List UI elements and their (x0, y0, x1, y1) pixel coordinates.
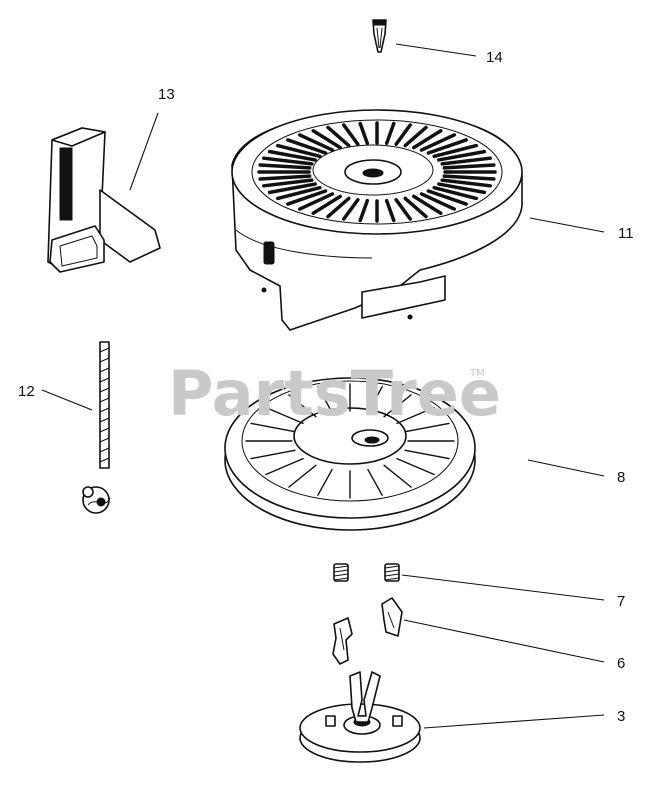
pulley-fin (383, 394, 412, 418)
vent-slot (440, 178, 492, 188)
part-6-pawl-left[interactable] (332, 617, 353, 665)
pulley-fin (396, 406, 435, 425)
vent-slot (442, 163, 496, 170)
vent-slot (426, 138, 468, 155)
label-part-14: 14 (486, 49, 503, 66)
leader-13 (129, 112, 159, 191)
vent-slot (311, 129, 342, 150)
pulley-fin (383, 464, 412, 488)
watermark: PartsTree TM (168, 357, 501, 430)
vent-slot (275, 143, 322, 159)
vent-slot (419, 192, 457, 211)
pulley-fin (317, 386, 333, 414)
vent-slot (412, 129, 443, 150)
part-3-retainer[interactable] (299, 671, 421, 763)
leader-6 (403, 619, 605, 663)
pulley-fin (317, 468, 333, 496)
callout-labels: 14 13 11 12 8 7 6 3 (18, 49, 634, 725)
vent-slot (442, 174, 496, 181)
leader-lines (41, 43, 605, 729)
part-8-pulley[interactable] (224, 377, 476, 531)
vent-slot (311, 194, 342, 215)
leader-14 (395, 43, 477, 57)
part-7-spring-left[interactable] (333, 563, 349, 582)
watermark-text: PartsTree (168, 357, 501, 430)
leader-7 (401, 574, 605, 601)
pulley-fin (265, 406, 304, 425)
vent-slot (384, 121, 396, 146)
vent-slot (403, 196, 428, 219)
vent-slot (326, 125, 351, 148)
label-part-8: 8 (617, 469, 625, 486)
leader-12 (41, 389, 93, 411)
vent-slot (267, 182, 317, 195)
vent-slot (419, 133, 457, 152)
watermark-trademark: TM (469, 368, 485, 379)
pulley-fin (250, 449, 296, 460)
vent-slot (342, 198, 360, 221)
pulley-fin (396, 457, 435, 476)
vent-slot (426, 189, 468, 206)
part-13-handle[interactable] (47, 127, 161, 273)
part-6-pawl-right[interactable] (381, 597, 403, 637)
label-part-13: 13 (158, 86, 175, 103)
vent-slot (297, 133, 335, 152)
leader-8 (527, 459, 605, 477)
vent-slot (342, 123, 360, 146)
part-14-insert[interactable] (372, 19, 387, 53)
vent-slot (394, 123, 412, 146)
part-12-starter-rope[interactable] (99, 341, 110, 469)
pulley-fin (288, 394, 317, 418)
vent-slot (258, 163, 312, 170)
vent-slot (412, 194, 443, 215)
label-part-6: 6 (617, 655, 625, 672)
pulley-fin (367, 468, 383, 496)
vent-slot (358, 121, 370, 146)
part-7-spring-right[interactable] (384, 563, 400, 582)
vent-slot (267, 149, 317, 162)
vent-slot (440, 156, 492, 166)
vent-slot (275, 185, 322, 201)
label-part-12: 12 (18, 383, 35, 400)
vent-slot (258, 174, 312, 181)
vent-slot (432, 143, 479, 159)
leader-11 (529, 217, 605, 233)
vent-slot (286, 189, 328, 206)
vent-slot (326, 196, 351, 219)
label-part-11: 11 (618, 225, 634, 242)
vent-slot (384, 198, 396, 223)
vent-slot (437, 182, 487, 195)
label-part-7: 7 (617, 593, 625, 610)
vent-slot (437, 149, 487, 162)
part-11-starter-housing[interactable] (231, 109, 523, 331)
part-12-rope-knot[interactable] (82, 486, 111, 514)
vent-slot (432, 185, 479, 201)
pulley-fin (367, 386, 383, 414)
pulley-fin (250, 422, 296, 433)
vent-slot (297, 192, 335, 211)
vent-slot (262, 178, 314, 188)
pulley-fin (404, 422, 450, 433)
vent-slot (394, 198, 412, 221)
label-part-3: 3 (617, 708, 625, 725)
pulley-fins (245, 383, 455, 499)
vent-slot (286, 138, 328, 155)
leader-3 (423, 714, 605, 729)
pulley-fin (265, 457, 304, 476)
pulley-fin (404, 449, 450, 460)
vent-slot (262, 156, 314, 166)
pulley-fin (288, 464, 317, 488)
housing-vent-slots (257, 121, 497, 223)
vent-slot (358, 198, 370, 223)
vent-slot (403, 125, 428, 148)
